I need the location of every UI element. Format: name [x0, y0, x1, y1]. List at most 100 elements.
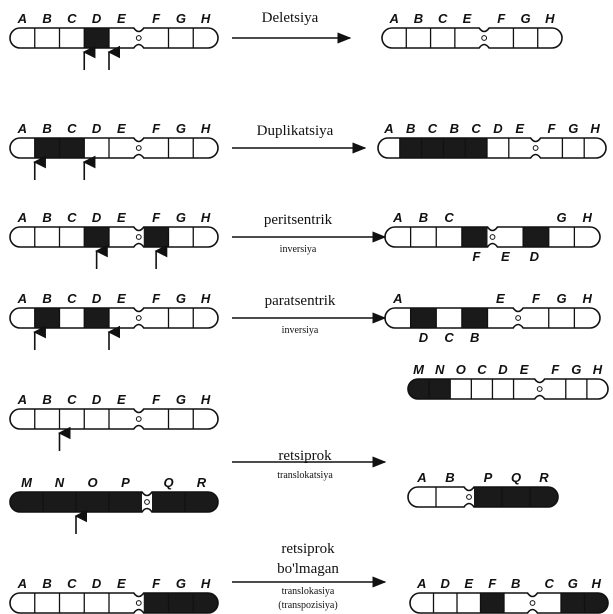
centromere: [536, 386, 543, 392]
gene-label: C: [471, 121, 481, 136]
dark-band: [561, 593, 585, 613]
centromere: [135, 315, 142, 321]
centromere: [144, 499, 150, 505]
gene-label: G: [557, 210, 567, 225]
operation-subtitle: inversiya: [280, 244, 317, 255]
gene-label: G: [176, 121, 186, 136]
chromosome-outline: [9, 27, 219, 49]
row-duplication: Duplikatsiya: [232, 123, 367, 154]
gene-label: M: [21, 475, 33, 490]
gene-label: C: [67, 121, 77, 136]
gene-label: Q: [163, 475, 173, 490]
gene-label: F: [152, 576, 161, 591]
gene-label: D: [441, 576, 451, 591]
dark-band: [443, 138, 466, 158]
gene-label: D: [92, 576, 102, 591]
gene-label: B: [42, 291, 51, 306]
gene-label: G: [571, 362, 581, 377]
gene-label: A: [17, 392, 27, 407]
gene-label-below: E: [501, 249, 510, 264]
gene-label: F: [152, 392, 161, 407]
dark-band: [84, 28, 109, 48]
gene-label: B: [450, 121, 459, 136]
gene-label-below: D: [419, 330, 429, 345]
gene-label: R: [197, 475, 207, 490]
gene-label: D: [92, 210, 102, 225]
row-reciprocal: retsiprok translokatsiya: [232, 448, 387, 481]
gene-label: P: [121, 475, 130, 490]
gene-label: E: [496, 291, 505, 306]
operation-subtitle: inversiya: [282, 325, 319, 336]
gene-label: H: [582, 210, 592, 225]
gene-label-below: B: [470, 330, 479, 345]
gene-label: H: [592, 576, 602, 591]
dark-band: [399, 138, 422, 158]
row-paracentric: paratsentrik inversiya: [232, 293, 387, 336]
gene-label: C: [67, 210, 77, 225]
gene-label: G: [176, 392, 186, 407]
row-nonreciprocal: retsiprok bo'lmagan translokasiya (trans…: [232, 541, 387, 611]
chromosome-outline: [409, 592, 609, 614]
centromere: [135, 234, 142, 240]
gene-label: C: [67, 291, 77, 306]
gene-label: E: [464, 576, 473, 591]
dark-band: [59, 138, 85, 158]
dark-band: [76, 492, 109, 512]
gene-label: N: [435, 362, 445, 377]
gene-label: F: [551, 362, 560, 377]
gene-label: H: [590, 121, 600, 136]
gene-label: G: [557, 291, 567, 306]
gene-label: E: [117, 576, 126, 591]
centromere: [481, 35, 488, 41]
gene-label: D: [92, 291, 102, 306]
dark-band: [84, 227, 109, 247]
gene-label: F: [152, 11, 161, 26]
gene-label: A: [416, 470, 426, 485]
gene-label-below: D: [530, 249, 540, 264]
gene-label: D: [493, 121, 503, 136]
centromere: [135, 145, 142, 151]
gene-label: G: [176, 11, 186, 26]
gene-label-below: F: [472, 249, 481, 264]
dark-band: [461, 227, 488, 247]
gene-label: F: [152, 121, 161, 136]
gene-label: B: [419, 210, 428, 225]
gene-label: B: [445, 470, 454, 485]
gene-label: D: [92, 11, 102, 26]
gene-label-below: C: [444, 330, 454, 345]
gene-label: C: [67, 392, 77, 407]
chromosome-outline: [9, 307, 219, 329]
dark-band: [429, 379, 451, 399]
dark-band: [523, 227, 549, 247]
dark-band: [34, 138, 60, 158]
centromere: [466, 494, 472, 500]
operation-title: paratsentrik: [265, 293, 336, 309]
gene-label: C: [444, 210, 454, 225]
gene-label: G: [568, 121, 578, 136]
gene-label: E: [520, 362, 529, 377]
operation-title: Deletsiya: [262, 10, 319, 26]
gene-label: H: [201, 121, 211, 136]
centromere: [529, 600, 536, 606]
gene-label: N: [55, 475, 65, 490]
gene-label: E: [117, 210, 126, 225]
chromosome-outline: [384, 307, 601, 329]
operation-subtitle-line2: (transpozisiya): [278, 600, 337, 611]
gene-label: B: [406, 121, 415, 136]
gene-label: H: [593, 362, 603, 377]
centromere: [135, 600, 142, 606]
gene-label: E: [117, 291, 126, 306]
gene-label: B: [42, 210, 51, 225]
gene-label: G: [176, 210, 186, 225]
gene-label: A: [17, 576, 27, 591]
dark-band: [143, 227, 169, 247]
operation-subtitle: translokasiya: [282, 586, 335, 597]
dark-band: [410, 308, 437, 328]
gene-label: A: [17, 121, 27, 136]
